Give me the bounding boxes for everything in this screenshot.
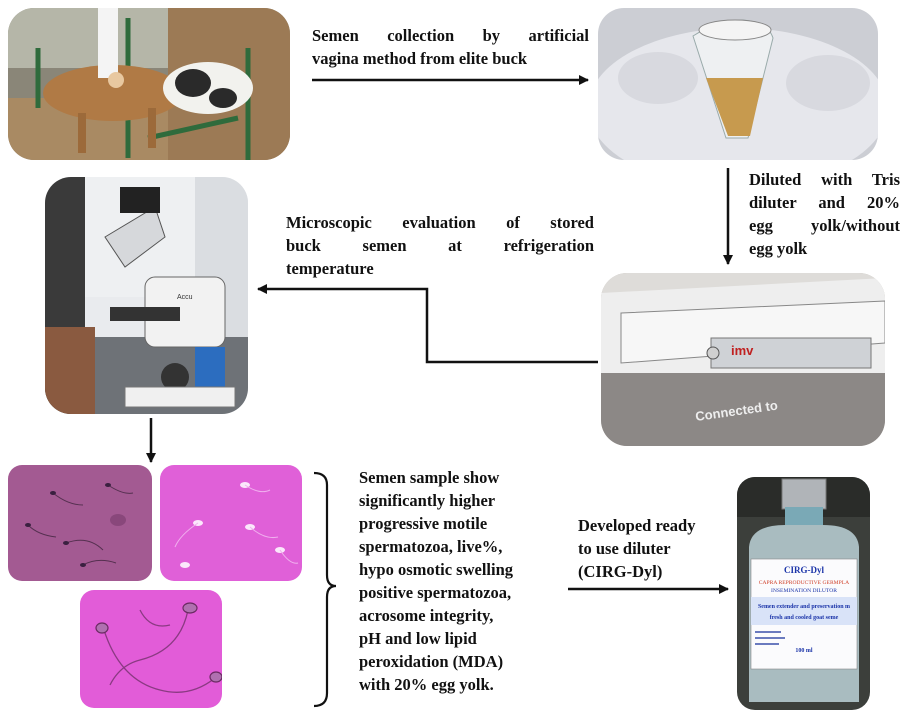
bottle-brand: CIRG-Dyl bbox=[784, 565, 824, 575]
straw-machine-photo: imv Connected to bbox=[601, 273, 885, 446]
results-line-10: with 20% egg yolk. bbox=[359, 675, 494, 694]
micrograph-high-magnification bbox=[80, 590, 222, 708]
bottle-volume: 100 ml bbox=[795, 648, 812, 654]
collection-line-1: Semen collection by artificial bbox=[312, 26, 589, 45]
results-text: Semen sample show significantly higher p… bbox=[359, 466, 559, 696]
microscope-photo: Accu bbox=[45, 177, 248, 414]
results-line-2: significantly higher bbox=[359, 491, 496, 510]
bottle-line4: fresh and cooled goat seme bbox=[770, 615, 839, 621]
microscopy-line-3: temperature bbox=[286, 259, 374, 278]
results-line-5: hypo osmotic swelling bbox=[359, 560, 514, 579]
imv-logo-text: imv bbox=[731, 343, 754, 358]
microscopy-line-2: buck semen at refrigeration bbox=[286, 236, 594, 255]
dilution-line-4: egg yolk bbox=[749, 239, 808, 258]
dilution-line-3: egg yolk/without bbox=[749, 216, 900, 235]
microscopy-line-1: Microscopic evaluation of stored bbox=[286, 213, 594, 232]
buck-collection-photo bbox=[8, 8, 290, 160]
developed-diluter-text: Developed ready to use diluter (CIRG-Dyl… bbox=[578, 514, 728, 583]
dilution-line-2: diluter and 20% bbox=[749, 193, 900, 212]
developed-line-2: to use diluter bbox=[578, 539, 671, 558]
micrograph-dark-stain bbox=[8, 465, 152, 581]
bottle-line1: CAPRA REPRODUCTIVE GERMPLA bbox=[759, 580, 849, 586]
micrograph-light-stain bbox=[160, 465, 302, 581]
dilution-line-1: Diluted with Tris bbox=[749, 170, 900, 189]
collection-step-text: Semen collection by artificial vagina me… bbox=[312, 24, 589, 70]
results-line-3: progressive motile bbox=[359, 514, 488, 533]
collection-line-2: vagina method from elite buck bbox=[312, 49, 528, 68]
cirg-dyl-bottle-photo: CIRG-Dyl CAPRA REPRODUCTIVE GERMPLA INSE… bbox=[737, 477, 870, 710]
microscopy-step-text: Microscopic evaluation of stored buck se… bbox=[286, 211, 594, 280]
arrow-machine-to-microscope bbox=[257, 284, 598, 364]
developed-line-1: Developed ready bbox=[578, 516, 696, 535]
results-brace bbox=[313, 471, 337, 708]
bottle-line2: INSEMINATION DILUTOR bbox=[771, 588, 837, 594]
results-line-6: positive spermatozoa, bbox=[359, 583, 512, 602]
semen-tube-photo bbox=[598, 8, 878, 160]
dilution-step-text: Diluted with Tris diluter and 20% egg yo… bbox=[749, 168, 900, 260]
results-line-4: spermatozoa, live%, bbox=[359, 537, 503, 556]
developed-line-3: (CIRG-Dyl) bbox=[578, 562, 663, 581]
results-line-7: acrosome integrity, bbox=[359, 606, 494, 625]
results-line-9: peroxidation (MDA) bbox=[359, 652, 504, 671]
results-line-8: pH and low lipid bbox=[359, 629, 477, 648]
microscope-brand-text: Accu bbox=[177, 294, 193, 301]
bottle-line3: Semen extender and preservation m bbox=[758, 604, 850, 610]
results-line-1: Semen sample show bbox=[359, 468, 500, 487]
